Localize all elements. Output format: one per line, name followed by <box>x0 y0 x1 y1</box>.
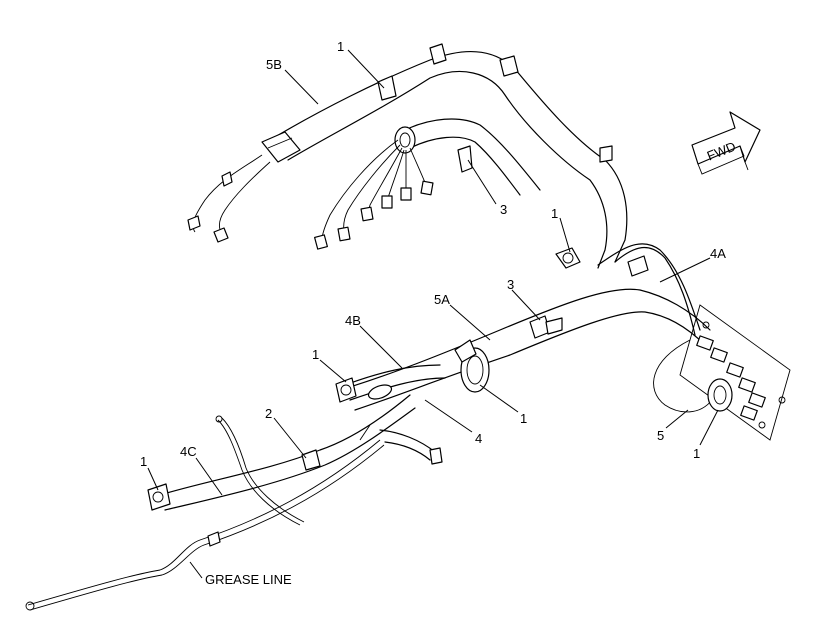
callout-2: 2 <box>265 406 272 421</box>
callout-5b: 5B <box>266 57 282 72</box>
callout-1-center: 1 <box>520 411 527 426</box>
grease-line <box>25 439 385 611</box>
harness-4a <box>597 243 701 336</box>
hose-4 <box>359 424 443 465</box>
callout-1-top: 1 <box>337 39 344 54</box>
fwd-arrow-icon: FWD <box>691 111 761 175</box>
callout-1-right: 1 <box>693 446 700 461</box>
panel-5 <box>653 304 791 441</box>
wire-bundle-left-top <box>187 154 271 243</box>
callout-1-mid: 1 <box>551 206 558 221</box>
callout-4c: 4C <box>180 444 197 459</box>
callout-3-top: 3 <box>500 202 507 217</box>
leader-lines <box>147 49 719 579</box>
harness-5a <box>339 288 711 411</box>
harness-middle <box>314 118 541 250</box>
callout-1-left: 1 <box>312 347 319 362</box>
callout-4a: 4A <box>710 246 726 261</box>
harness-4b <box>335 364 446 403</box>
callout-5a: 5A <box>434 292 450 307</box>
wire-4c-left <box>215 415 305 526</box>
callout-3-mid: 3 <box>507 277 514 292</box>
callout-4: 4 <box>475 431 482 446</box>
callout-1-far: 1 <box>140 454 147 469</box>
callouts: 1 5B 3 1 4A 3 5A 4B 1 1 4 2 4C 1 5 1 GRE… <box>140 39 726 587</box>
grease-line-label: GREASE LINE <box>205 572 292 587</box>
callout-5: 5 <box>657 428 664 443</box>
clip-mid <box>555 247 581 269</box>
harness-4c <box>147 394 416 511</box>
harness-5b <box>261 43 628 269</box>
callout-4b: 4B <box>345 313 361 328</box>
